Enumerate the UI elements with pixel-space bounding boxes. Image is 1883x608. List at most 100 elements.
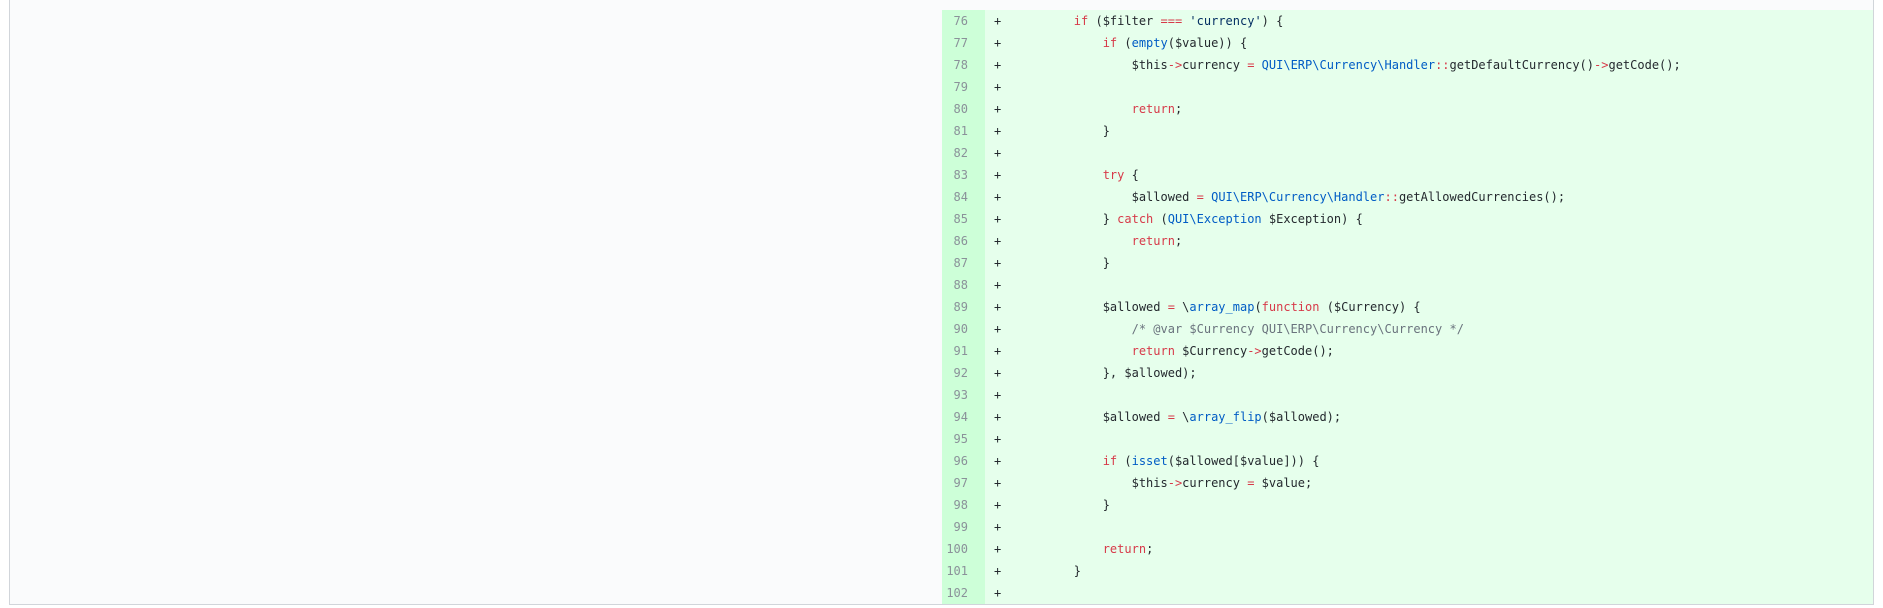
code-token: ;: [1174, 102, 1183, 116]
line-number[interactable]: 99: [942, 516, 985, 538]
addition-marker: +: [994, 520, 1002, 534]
code-token: ;: [1174, 234, 1183, 248]
old-side-empty-cell: [10, 472, 942, 494]
code-token: function: [1261, 300, 1320, 314]
code-line: + if (empty($value)) {: [985, 32, 1873, 54]
line-number[interactable]: 101: [942, 560, 985, 582]
code-line: + return $Currency->getCode();: [985, 340, 1873, 362]
line-number[interactable]: 83: [942, 164, 985, 186]
old-side-empty-cell: [10, 384, 942, 406]
old-side-empty-cell: [10, 98, 942, 120]
code-token: $allowed: [1016, 300, 1168, 314]
code-token: empty: [1131, 36, 1168, 50]
code-token: ->: [1594, 58, 1609, 72]
code-token: QUI\ERP\Currency\Handler: [1261, 58, 1436, 72]
old-side-empty-cell: [10, 428, 942, 450]
code-line: + $allowed = \array_flip($allowed);: [985, 406, 1873, 428]
addition-marker: +: [994, 476, 1002, 490]
code-token: \: [1174, 300, 1190, 314]
code-line: + $allowed = \array_map(function ($Curre…: [985, 296, 1873, 318]
code-token: ($filter: [1088, 14, 1161, 28]
diff-line: 88+: [10, 274, 1873, 296]
diff-table: 76+ if ($filter === 'currency') {77+ if …: [9, 10, 1874, 605]
diff-line: 85+ } catch (QUI\Exception $Exception) {: [10, 208, 1873, 230]
code-token: \: [1174, 410, 1190, 424]
diff-line: 82+: [10, 142, 1873, 164]
line-number[interactable]: 87: [942, 252, 985, 274]
code-token: }, $allowed);: [1016, 366, 1197, 380]
code-token: $allowed: [1016, 410, 1168, 424]
code-token: try: [1102, 168, 1125, 182]
code-token: $this: [1016, 476, 1168, 490]
code-line: + }, $allowed);: [985, 362, 1873, 384]
diff-line: 101+ }: [10, 560, 1873, 582]
line-number[interactable]: 102: [942, 582, 985, 604]
old-side-empty-cell: [10, 54, 942, 76]
line-number[interactable]: 93: [942, 384, 985, 406]
addition-marker: +: [994, 432, 1002, 446]
code-line: + if (isset($allowed[$value])) {: [985, 450, 1873, 472]
line-number[interactable]: 95: [942, 428, 985, 450]
code-token: getCode();: [1608, 58, 1681, 72]
code-token: (: [1117, 454, 1132, 468]
line-number[interactable]: 84: [942, 186, 985, 208]
code-token: 'currency': [1189, 14, 1262, 28]
line-number[interactable]: 98: [942, 494, 985, 516]
line-number[interactable]: 89: [942, 296, 985, 318]
code-line: +: [985, 516, 1873, 538]
code-token: getDefaultCurrency(): [1449, 58, 1595, 72]
diff-line: 96+ if (isset($allowed[$value])) {: [10, 450, 1873, 472]
code-token: (: [1117, 36, 1132, 50]
line-number[interactable]: 77: [942, 32, 985, 54]
line-number[interactable]: 85: [942, 208, 985, 230]
old-side-empty-cell: [10, 296, 942, 318]
line-number[interactable]: 78: [942, 54, 985, 76]
diff-line: 102+: [10, 582, 1873, 604]
line-number[interactable]: 88: [942, 274, 985, 296]
diff-line: 76+ if ($filter === 'currency') {: [10, 10, 1873, 32]
diff-line: 92+ }, $allowed);: [10, 362, 1873, 384]
code-token: =: [1167, 300, 1175, 314]
old-side-empty-cell: [10, 230, 942, 252]
diff-line: 95 +: [10, 428, 1873, 450]
code-token: ===: [1160, 14, 1183, 28]
line-number[interactable]: 90: [942, 318, 985, 340]
code-token: [1254, 58, 1261, 72]
diff-line: 97+ $this->currency = $value;: [10, 472, 1873, 494]
line-number[interactable]: 86: [942, 230, 985, 252]
old-side-empty-cell: [10, 450, 942, 472]
code-token: array_map: [1189, 300, 1255, 314]
diff-line: 79+: [10, 76, 1873, 98]
line-number[interactable]: 80: [942, 98, 985, 120]
addition-marker: +: [994, 190, 1002, 204]
code-token: [1016, 542, 1103, 556]
code-token: currency: [1182, 476, 1248, 490]
line-number[interactable]: 100: [942, 538, 985, 560]
line-number[interactable]: 92: [942, 362, 985, 384]
old-side-empty-cell: [10, 516, 942, 538]
addition-marker: +: [994, 542, 1002, 556]
code-token: array_flip: [1189, 410, 1262, 424]
code-token: (: [1153, 212, 1168, 226]
line-number[interactable]: 76: [942, 10, 985, 32]
old-side-empty-cell: [10, 252, 942, 274]
line-number[interactable]: 94: [942, 406, 985, 428]
code-token: ($Currency) {: [1319, 300, 1421, 314]
code-token: [1016, 168, 1103, 182]
code-token: isset: [1131, 454, 1168, 468]
line-number[interactable]: 91: [942, 340, 985, 362]
diff-line: 87+ }: [10, 252, 1873, 274]
old-side-empty-cell: [10, 32, 942, 54]
code-token: }: [1016, 124, 1110, 138]
code-token: }: [1016, 498, 1110, 512]
line-number[interactable]: 97: [942, 472, 985, 494]
diff-line: 84+ $allowed = QUI\ERP\Currency\Handler:…: [10, 186, 1873, 208]
code-line: + }: [985, 120, 1873, 142]
line-number[interactable]: 82: [942, 142, 985, 164]
addition-marker: +: [994, 168, 1002, 182]
line-number[interactable]: 79: [942, 76, 985, 98]
code-line: + }: [985, 494, 1873, 516]
code-token: if: [1102, 454, 1118, 468]
line-number[interactable]: 96: [942, 450, 985, 472]
line-number[interactable]: 81: [942, 120, 985, 142]
